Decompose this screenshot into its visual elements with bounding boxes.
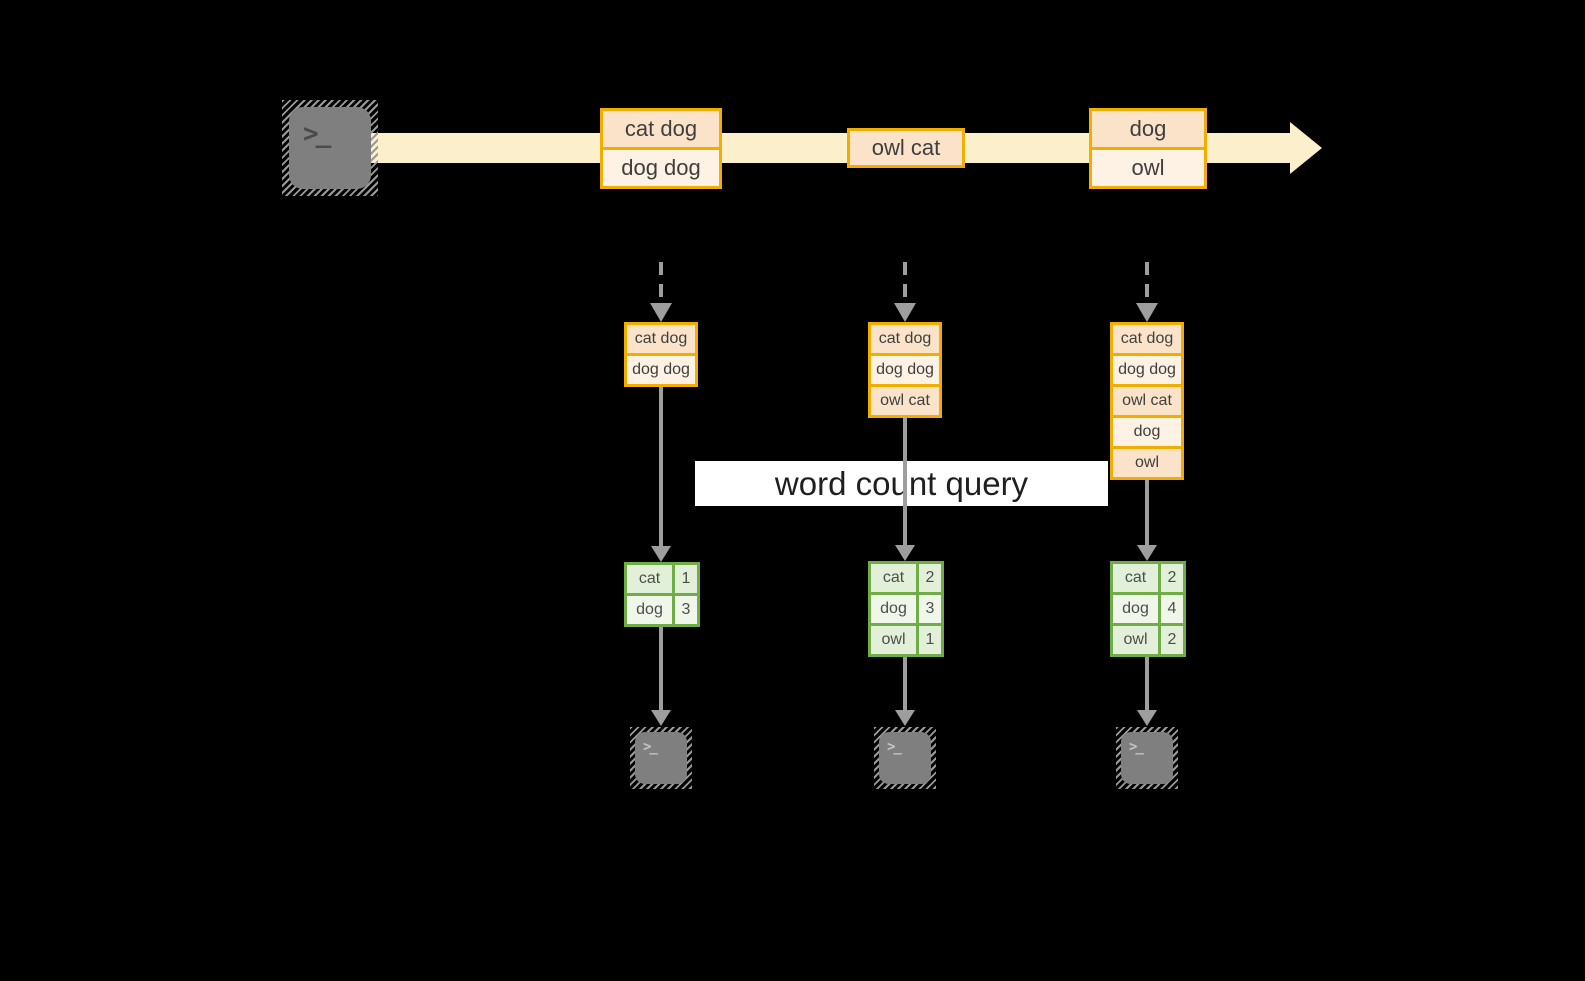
state-line: cat dog <box>1113 325 1181 353</box>
prompt-glyph: >_ <box>1129 739 1144 755</box>
event-line: dog <box>1092 111 1204 147</box>
count-cell: 2 <box>925 569 935 586</box>
state-line: dog dog <box>627 353 695 384</box>
count-cell: 2 <box>1167 631 1177 648</box>
state-line: owl cat <box>871 384 939 415</box>
word-cell: cat <box>627 565 675 593</box>
count-cell: 1 <box>681 570 691 587</box>
state-line: cat dog <box>871 325 939 353</box>
terminal-body: >_ <box>1121 732 1173 784</box>
table-row: owl 2 <box>1113 623 1183 654</box>
word-cell: cat <box>871 564 919 592</box>
event-box-3: dog owl <box>1089 108 1207 189</box>
count-table-2: cat 2 dog 3 owl 1 <box>868 561 944 657</box>
terminal-body: >_ <box>289 107 371 189</box>
state-box-2: cat dog dog dog owl cat <box>868 322 942 418</box>
word-cell: dog <box>627 596 675 624</box>
terminal-body: >_ <box>879 732 931 784</box>
table-row: cat 2 <box>871 564 941 592</box>
arrow-head-icon <box>651 710 671 726</box>
table-to-output-arrow-2 <box>895 655 915 726</box>
table-row: cat 1 <box>627 565 697 593</box>
state-line: dog <box>1113 415 1181 446</box>
event-line: dog dog <box>603 147 719 186</box>
event-line: owl cat <box>850 131 962 165</box>
arrow-head-icon <box>1137 710 1157 726</box>
table-row: owl 1 <box>871 623 941 654</box>
arrow-head-icon <box>895 710 915 726</box>
table-row: dog 4 <box>1113 592 1183 623</box>
event-box-2: owl cat <box>847 128 965 168</box>
word-cell: dog <box>871 595 919 623</box>
count-table-3: cat 2 dog 4 owl 2 <box>1110 561 1186 657</box>
event-box-1: cat dog dog dog <box>600 108 722 189</box>
count-cell: 1 <box>925 631 935 648</box>
state-line: dog dog <box>1113 353 1181 384</box>
event-line: owl <box>1092 147 1204 186</box>
state-line: owl cat <box>1113 384 1181 415</box>
state-to-table-arrow-2 <box>895 416 915 561</box>
state-box-1: cat dog dog dog <box>624 322 698 387</box>
arrow-head-icon <box>651 546 671 562</box>
state-to-table-arrow-1 <box>651 385 671 562</box>
arrow-head-icon <box>650 303 672 322</box>
source-terminal-icon: >_ <box>282 100 378 196</box>
arrow-head-icon <box>895 545 915 561</box>
state-box-3: cat dog dog dog owl cat dog owl <box>1110 322 1184 480</box>
table-row: dog 3 <box>871 592 941 623</box>
word-cell: dog <box>1113 595 1161 623</box>
event-line: cat dog <box>603 111 719 147</box>
word-count-query-label: word count query <box>695 461 1108 506</box>
state-to-table-arrow-3 <box>1137 478 1157 561</box>
table-row: dog 3 <box>627 593 697 624</box>
arrow-head-icon <box>1137 545 1157 561</box>
count-cell: 4 <box>1167 600 1177 617</box>
output-terminal-icon-1: >_ <box>630 727 692 789</box>
state-line: owl <box>1113 446 1181 477</box>
stream-arrow-head-icon <box>1290 122 1322 174</box>
state-line: cat dog <box>627 325 695 353</box>
batch-arrow-2 <box>894 262 916 322</box>
arrow-head-icon <box>1136 303 1158 322</box>
output-terminal-icon-3: >_ <box>1116 727 1178 789</box>
arrow-head-icon <box>894 303 916 322</box>
count-cell: 3 <box>681 601 691 618</box>
word-cell: cat <box>1113 564 1161 592</box>
table-to-output-arrow-1 <box>651 625 671 726</box>
count-cell: 2 <box>1167 569 1177 586</box>
batch-arrow-1 <box>650 262 672 322</box>
prompt-glyph: >_ <box>303 119 331 149</box>
query-label-text: word count query <box>774 464 1029 502</box>
count-table-1: cat 1 dog 3 <box>624 562 700 627</box>
table-to-output-arrow-3 <box>1137 655 1157 726</box>
output-terminal-icon-2: >_ <box>874 727 936 789</box>
terminal-body: >_ <box>635 732 687 784</box>
batch-arrow-3 <box>1136 262 1158 322</box>
word-cell: owl <box>871 626 919 654</box>
table-row: cat 2 <box>1113 564 1183 592</box>
state-line: dog dog <box>871 353 939 384</box>
prompt-glyph: >_ <box>643 739 658 755</box>
count-cell: 3 <box>925 600 935 617</box>
word-cell: owl <box>1113 626 1161 654</box>
prompt-glyph: >_ <box>887 739 902 755</box>
